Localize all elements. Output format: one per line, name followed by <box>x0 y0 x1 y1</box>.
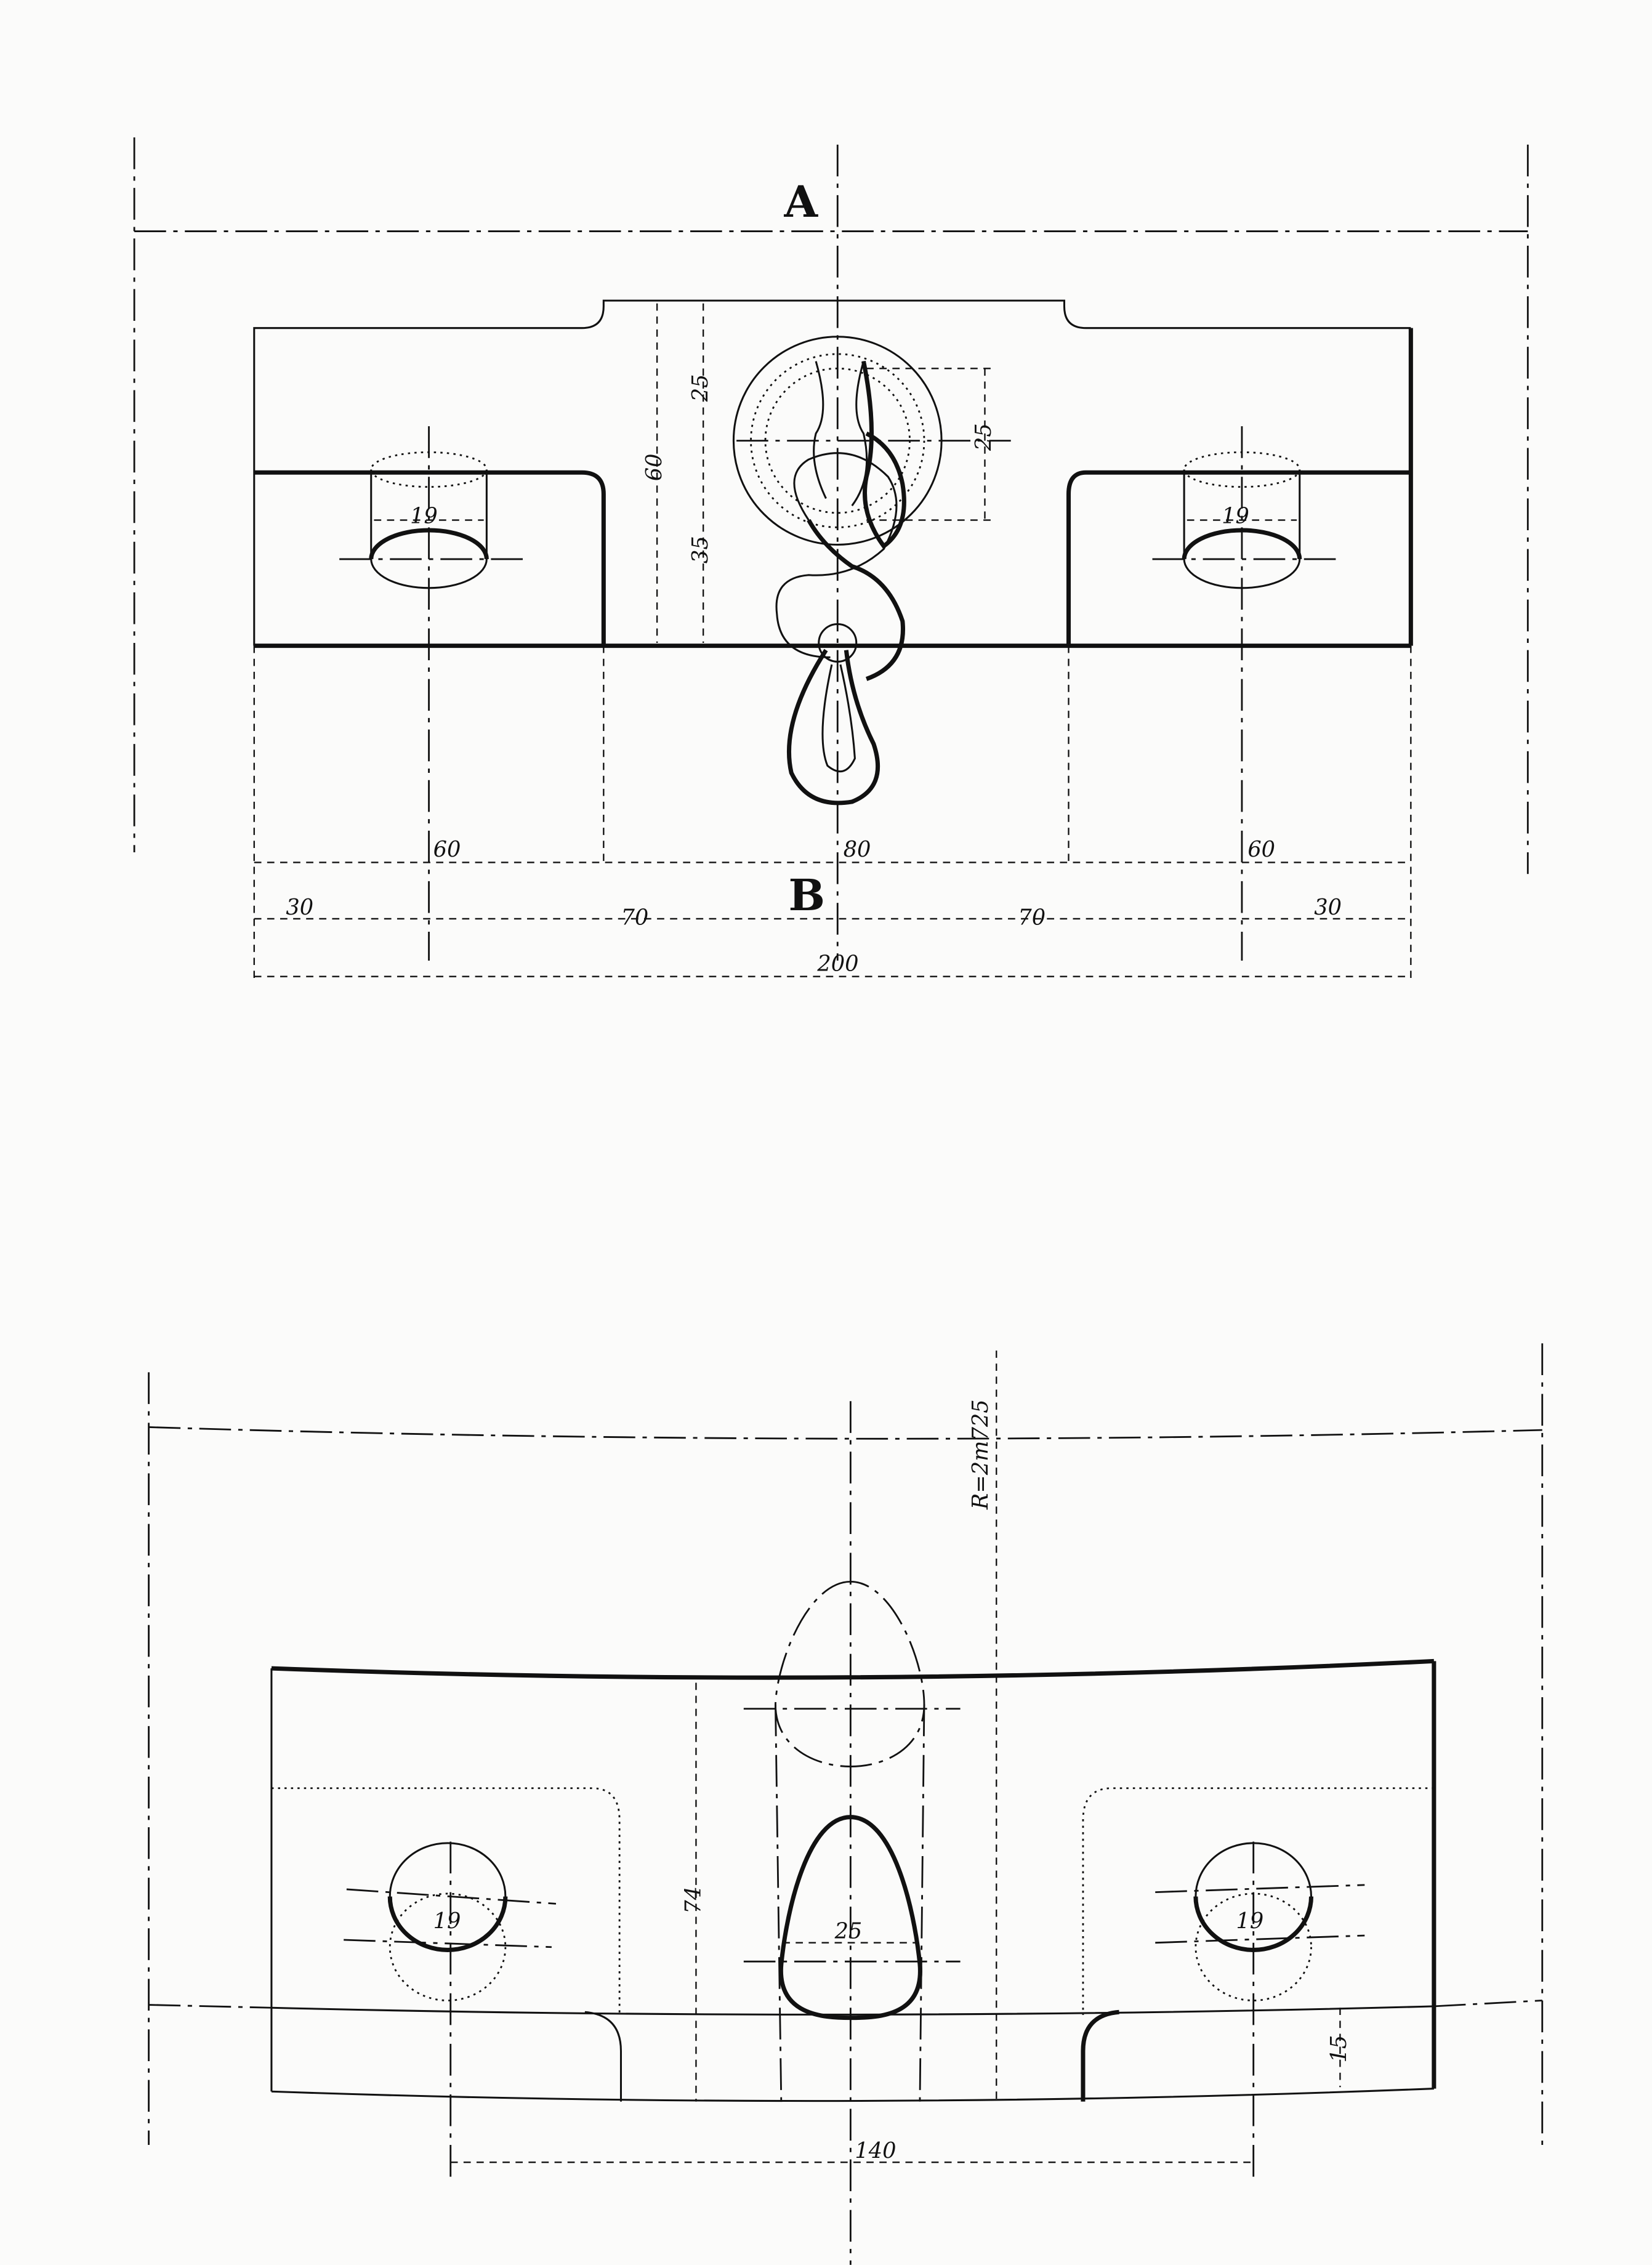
dim-row1-center: 80 <box>844 837 871 862</box>
dim-row2-4: 30 <box>1314 895 1342 920</box>
dim-height: 74 <box>680 1886 706 1914</box>
dim-height-total: 60 <box>642 454 667 482</box>
hole-right: 19 <box>1152 426 1336 961</box>
body-outline <box>253 299 1411 646</box>
radius-arc <box>148 1426 1542 1440</box>
dim-total: 200 <box>816 951 858 976</box>
dim-slot: 25 <box>834 1919 863 1944</box>
dim-hole-right: 19 <box>1222 503 1249 528</box>
radius-label: R=2m725 <box>968 1399 993 1510</box>
hole-left: 19 <box>344 1841 557 2181</box>
ledge-right <box>1066 470 1411 646</box>
hook-assembly <box>732 336 1011 805</box>
body-bottom-edge <box>271 2088 1434 2102</box>
dim-row2-3: 70 <box>1018 905 1046 930</box>
dim-hook-ring: 25 <box>971 423 996 451</box>
dim-row2-1: 30 <box>286 895 313 920</box>
ledge-line <box>271 2005 1434 2016</box>
section-label-b: B <box>789 870 825 921</box>
dim-hole-right: 19 <box>1236 1908 1264 1934</box>
top-view: A B 19 19 <box>133 137 1529 983</box>
hole-right: 19 <box>1155 1841 1365 2181</box>
dim-hole-left: 19 <box>433 1908 461 1934</box>
dim-hole-left: 19 <box>410 503 438 528</box>
ledge-left <box>254 470 606 646</box>
section-label-a: A <box>783 176 818 227</box>
dim-spacing: 140 <box>855 2138 896 2163</box>
dim-height-upper: 25 <box>688 374 713 403</box>
hole-left: 19 <box>339 426 523 961</box>
dim-row1-left: 60 <box>433 837 461 862</box>
body-top-edge <box>271 1658 1435 1680</box>
dim-height-lower: 35 <box>688 536 713 563</box>
dim-row2-2: 70 <box>621 905 648 930</box>
bottom-view: R=2m725 19 19 <box>148 1343 1544 2265</box>
dim-ledge: 15 <box>1326 2035 1352 2063</box>
dim-row1-right: 60 <box>1247 837 1275 862</box>
center-slot: 25 <box>743 1580 961 2102</box>
